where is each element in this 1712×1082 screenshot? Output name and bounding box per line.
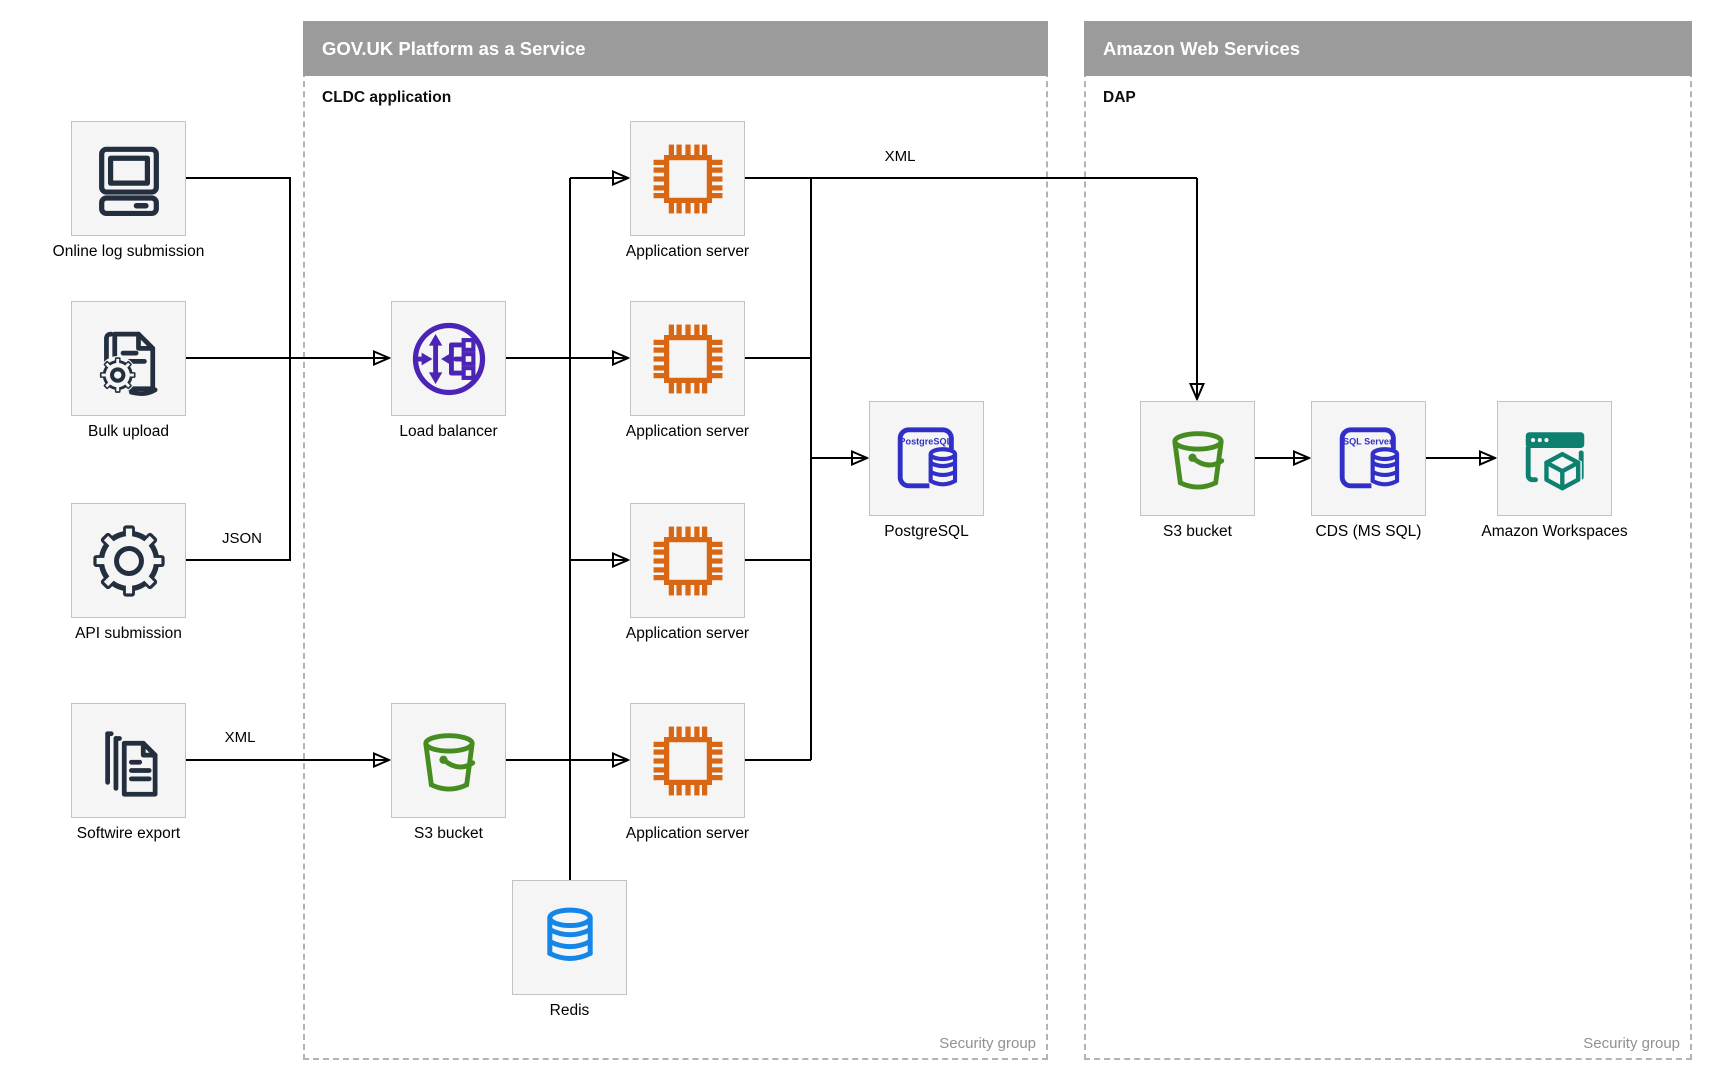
node-s3-bucket-aws: S3 bucket	[1140, 401, 1255, 540]
node-s3-bucket-paas: S3 bucket	[391, 703, 506, 842]
node-softwire-export: Softwire export	[71, 703, 186, 842]
node-bulk-upload: Bulk upload	[71, 301, 186, 440]
node-postgresql: PostgreSQL PostgreSQL	[869, 401, 984, 540]
edge-label-json: JSON	[221, 530, 262, 547]
node-app-server-1: Application server	[626, 121, 749, 260]
edge-sources-junction	[186, 177, 291, 561]
group-aws-security-group-label: Security group	[1583, 1035, 1680, 1052]
redis-database-icon	[546, 907, 593, 961]
node-app-server-3: Application server	[626, 503, 749, 642]
chip-icon	[653, 726, 722, 795]
node-label: Redis	[549, 1002, 590, 1019]
s3-bucket-icon	[422, 732, 475, 791]
sql-server-database-icon: SQL Server	[1339, 426, 1402, 491]
documents-stack-icon	[104, 730, 157, 797]
node-label: Amazon Workspaces	[1481, 523, 1628, 540]
node-label: Online log submission	[52, 243, 205, 260]
node-redis: Redis	[512, 880, 627, 1019]
edge-label-xml-softwire: XML	[224, 729, 256, 746]
postgresql-database-icon: PostgreSQL	[897, 426, 960, 491]
chip-icon	[653, 324, 722, 393]
s3-bucket-icon	[1171, 430, 1224, 489]
node-app-server-4: Application server	[626, 703, 749, 842]
amazon-workspaces-icon	[1525, 431, 1584, 493]
node-amazon-workspaces: Amazon Workspaces	[1481, 401, 1628, 540]
node-label: Application server	[625, 625, 750, 642]
document-gear-icon	[98, 331, 157, 396]
node-label: Softwire export	[76, 825, 181, 842]
node-label: Application server	[625, 243, 750, 260]
group-aws-header: Amazon Web Services	[1084, 21, 1692, 76]
group-govuk-paas-security-group-label: Security group	[939, 1035, 1036, 1052]
node-label: S3 bucket	[1163, 523, 1232, 540]
node-cds-ms-sql: SQL Server CDS (MS SQL)	[1311, 401, 1426, 540]
postgresql-badge-text: PostgreSQL	[899, 436, 952, 446]
elastic-load-balancer-icon	[412, 322, 485, 395]
sql-server-badge-text: SQL Server	[1343, 436, 1393, 446]
gear-icon	[92, 524, 165, 597]
node-label: Application server	[625, 423, 750, 440]
node-label: Application server	[625, 825, 750, 842]
group-govuk-paas-header: GOV.UK Platform as a Service	[303, 21, 1048, 76]
group-govuk-paas-sublabel: CLDC application	[322, 89, 452, 106]
chip-icon	[653, 526, 722, 595]
node-label: PostgreSQL	[884, 523, 969, 540]
chip-icon	[653, 144, 722, 213]
node-label: CDS (MS SQL)	[1315, 523, 1422, 540]
desktop-computer-icon	[98, 146, 159, 216]
node-load-balancer: Load balancer	[391, 301, 506, 440]
node-label: API submission	[75, 625, 182, 642]
node-online-log-submission: Online log submission	[53, 121, 204, 260]
node-label: Load balancer	[399, 423, 498, 440]
node-api-submission: API submission	[71, 503, 186, 642]
group-aws: Amazon Web Services DAP Security group	[1084, 21, 1692, 1060]
group-govuk-paas: GOV.UK Platform as a Service CLDC applic…	[303, 21, 1048, 1060]
node-label: S3 bucket	[414, 825, 483, 842]
edge-label-xml-to-aws: XML	[884, 148, 916, 165]
group-aws-sublabel: DAP	[1103, 89, 1136, 106]
node-label: Bulk upload	[87, 423, 170, 440]
node-app-server-2: Application server	[626, 301, 749, 440]
